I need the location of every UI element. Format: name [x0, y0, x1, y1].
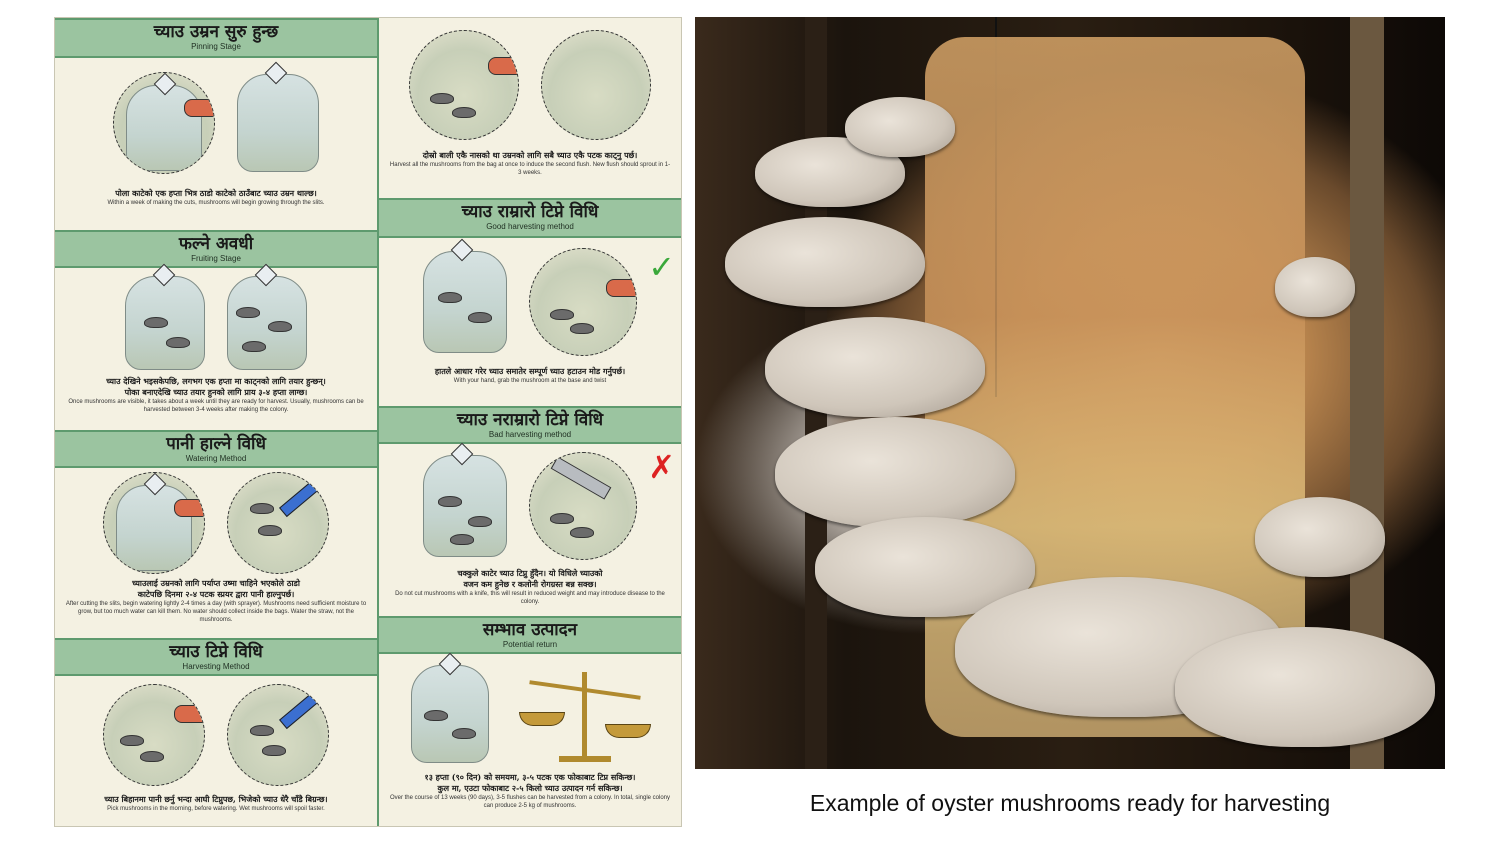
- caption-np-line1: १३ हप्ता (९० दिन) को समयमा, ३-५ पटक एक फ…: [424, 772, 636, 782]
- section-header-fruiting: फल्ने अवधी Fruiting Stage: [55, 230, 377, 268]
- illustration-potential-return: [379, 652, 681, 764]
- caption-np-line2: पोका बनाएदेखि च्याउ तयार हुनको लागि प्रा…: [124, 387, 308, 397]
- caption-np-line1: च्याउ देखिने भइसकेपछि, लगभग एक हप्ता मा …: [106, 376, 326, 386]
- section-title-np: च्याउ राम्रारो टिप्ने विधि: [461, 202, 599, 222]
- poster-right-column: दोस्रो बाली एकै नासको था उम्रनको लागि सब…: [379, 18, 681, 826]
- sprayer-illustration: [227, 684, 329, 786]
- section-title-en: Fruiting Stage: [191, 254, 241, 263]
- panel-pinning: पोला काटेको एक हप्ता भित्र ठाडो काटेको ठ…: [55, 58, 377, 230]
- section-title-en: Potential return: [502, 640, 558, 649]
- section-header-harvesting: च्याउ टिप्ने विधि Harvesting Method: [55, 638, 377, 676]
- caption-en: With your hand, grab the mushroom at the…: [453, 378, 607, 384]
- bag-with-hand-illustration: [103, 472, 205, 574]
- caption-np-line2: काटेपछि दिनमा २-४ पटक स्प्रयर द्वारा पान…: [137, 589, 295, 599]
- section-title-en: Bad harvesting method: [488, 430, 572, 439]
- section-title-en: Good harvesting method: [486, 222, 574, 231]
- section-title-np: च्याउ टिप्ने विधि: [169, 642, 263, 662]
- caption-np: पोला काटेको एक हप्ता भित्र ठाडो काटेको ठ…: [115, 188, 317, 198]
- harvest-bag-illustration: [411, 652, 489, 763]
- fruiting-bag-mushrooms-illustration: [227, 263, 307, 370]
- caption-np-line2: वजन कम हुनेछ र कलोनी रोगग्रस्त बन्न सक्छ…: [463, 579, 597, 589]
- illustration-good-harvest: [379, 238, 681, 356]
- illustration-pinning: [55, 58, 377, 174]
- panel-good-harvest: हातले आधार गरेर च्याउ समातेर सम्पूर्ण च्…: [379, 238, 681, 406]
- harvest-hand-illustration: [409, 30, 519, 140]
- instruction-poster: च्याउ उम्रन सुरु हुन्छ Pinning Stage पोल…: [54, 17, 682, 827]
- caption-np: हातले आधार गरेर च्याउ समातेर सम्पूर्ण च्…: [434, 366, 626, 376]
- section-title-en: Watering Method: [185, 454, 247, 463]
- caption-en: Do not cut mushrooms with a knife, this …: [395, 591, 665, 605]
- section-title-np: च्याउ उम्रन सुरु हुन्छ: [153, 22, 279, 42]
- section-header-watering: पानी हाल्ने विधि Watering Method: [55, 430, 377, 468]
- panel-harvesting: च्याउ बिहानमा पानी छर्नु भन्दा आघी टिप्न…: [55, 676, 377, 826]
- poster-left-column: च्याउ उम्रन सुरु हुन्छ Pinning Stage पोल…: [55, 18, 379, 826]
- section-title-en: Pinning Stage: [191, 42, 241, 51]
- caption-en: Pick mushrooms in the morning, before wa…: [107, 806, 325, 812]
- caption-en: Within a week of making the cuts, mushro…: [107, 200, 325, 206]
- section-title-en: Harvesting Method: [182, 662, 250, 671]
- illustration-bad-harvest: [379, 442, 681, 560]
- illustration-fruiting: [55, 263, 377, 370]
- caption-en: After cutting the slits, begin watering …: [65, 601, 367, 623]
- section-title-np: फल्ने अवधी: [178, 234, 254, 254]
- twist-harvest-illustration: [529, 248, 637, 356]
- fruiting-bag-illustration: [125, 263, 205, 370]
- panel-fruiting: च्याउ देखिने भइसकेपछि, लगभग एक हप्ता मा …: [55, 263, 377, 430]
- panel-bad-harvest: चक्कुले काटेर च्याउ टिप्नु हुँदैन। यो वि…: [379, 442, 681, 616]
- panel-watering: च्याउलाई उम्रनको लागि पर्याप्त उष्मा चाह…: [55, 468, 377, 638]
- illustration-harvesting: [55, 676, 377, 786]
- section-header-potential-return: सम्भाव उत्पादन Potential return: [379, 616, 681, 654]
- section-header-good-harvest: च्याउ राम्रारो टिप्ने विधि Good harvesti…: [379, 198, 681, 238]
- caption-np-line2: कुल मा, एउटा फोकाबाट २-५ किलो च्याउ उत्प…: [437, 783, 623, 793]
- bad-harvest-bag-illustration: [423, 442, 507, 557]
- bag-with-hand-illustration: [113, 72, 215, 174]
- good-method-check-icon: ✓: [648, 248, 675, 286]
- section-header-bad-harvest: च्याउ नराम्रारो टिप्ने विधि Bad harvesti…: [379, 406, 681, 444]
- illustration-second-flush: [379, 18, 681, 140]
- panel-potential-return: १३ हप्ता (९० दिन) को समयमा, ३-५ पटक एक फ…: [379, 652, 681, 826]
- caption-en: Harvest all the mushrooms from the bag a…: [389, 162, 671, 176]
- balance-scale-illustration: [519, 664, 651, 764]
- harvest-hand-illustration: [103, 684, 205, 786]
- caption-np: दोस्रो बाली एकै नासको था उम्रनको लागि सब…: [422, 150, 638, 160]
- illustration-watering: [55, 468, 377, 574]
- section-header-pinning: च्याउ उम्रन सुरु हुन्छ Pinning Stage: [55, 18, 377, 58]
- panel-second-flush: दोस्रो बाली एकै नासको था उम्रनको लागि सब…: [379, 18, 681, 198]
- photo-caption: Example of oyster mushrooms ready for ha…: [809, 790, 1331, 816]
- caption-en: Once mushrooms are visible, it takes abo…: [68, 399, 364, 413]
- oyster-mushroom-photo: [695, 17, 1445, 769]
- caption-np-line1: च्याउलाई उम्रनको लागि पर्याप्त उष्मा चाह…: [132, 578, 300, 588]
- knife-cut-illustration: [529, 452, 637, 560]
- caption-np-line1: चक्कुले काटेर च्याउ टिप्नु हुँदैन। यो वि…: [457, 568, 603, 578]
- section-title-np: सम्भाव उत्पादन: [482, 620, 578, 640]
- good-harvest-bag-illustration: [423, 238, 507, 353]
- caption-np: च्याउ बिहानमा पानी छर्नु भन्दा आघी टिप्न…: [104, 794, 328, 804]
- section-title-np: पानी हाल्ने विधि: [166, 434, 266, 454]
- caption-en: Over the course of 13 weeks (90 days), 3…: [389, 795, 671, 809]
- section-title-np: च्याउ नराम्रारो टिप्ने विधि: [456, 410, 604, 430]
- sprayer-illustration: [227, 472, 329, 574]
- bad-method-cross-icon: ✗: [648, 448, 675, 486]
- pinning-bag-illustration: [237, 61, 319, 172]
- empty-bag-illustration: [541, 30, 651, 140]
